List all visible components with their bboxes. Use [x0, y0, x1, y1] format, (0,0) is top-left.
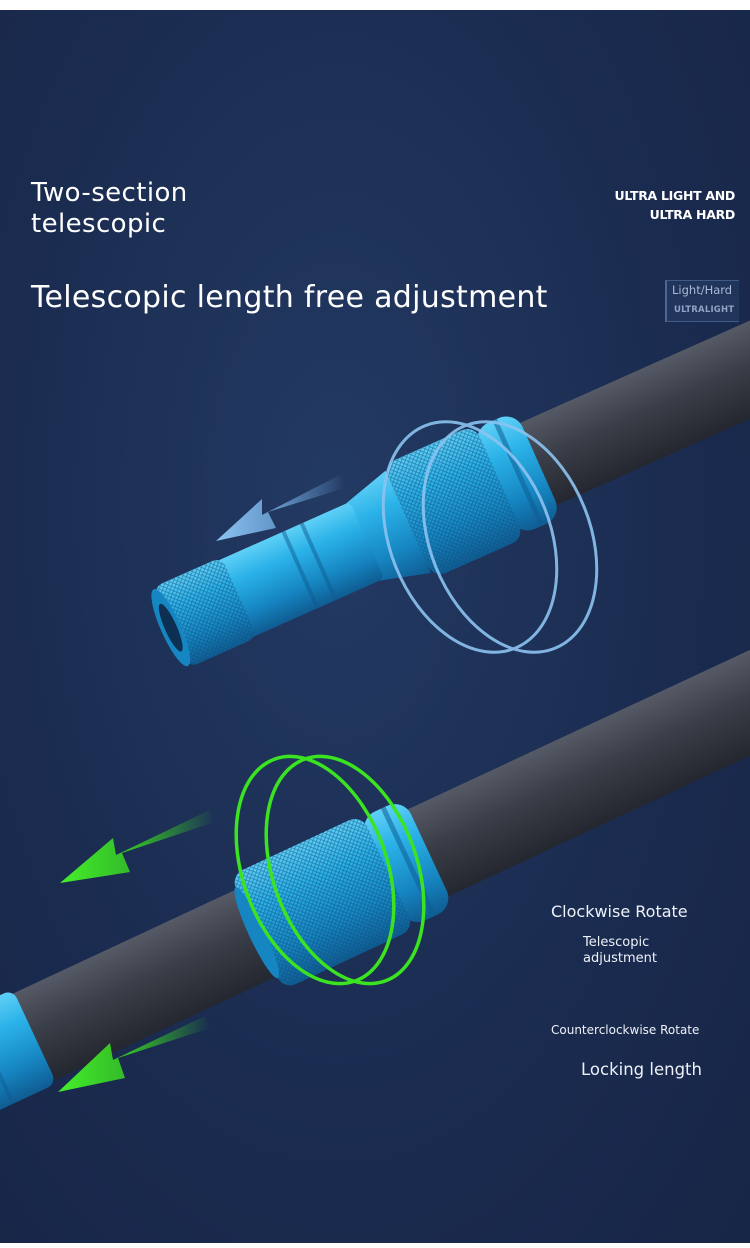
green-rotation-rings: [234, 754, 426, 986]
blue-rotation-rings: [381, 420, 599, 654]
ultra-light-badge-text: ULTRA LIGHT AND ULTRA HARD: [614, 188, 736, 222]
telescopic-rod-illustration: [0, 309, 750, 1127]
brand-logo-box: [665, 280, 739, 322]
green-direction-arrow-bottom: [58, 1016, 210, 1092]
section-title: Two-section telescopic: [31, 178, 188, 239]
clockwise-effect-label: Telescopic adjustment: [583, 935, 657, 966]
logo-line-2: ULTRALIGHT: [674, 305, 735, 315]
feature-title: Telescopic length free adjustment: [31, 280, 548, 315]
lower-blue-section: [0, 992, 54, 1127]
logo-line-1: Light/Hard: [672, 283, 733, 297]
upper-rod-assembly: [151, 309, 750, 667]
clockwise-label: Clockwise Rotate: [551, 902, 688, 921]
counterclockwise-label: Counterclockwise Rotate: [551, 1023, 700, 1037]
blue-direction-arrow: [216, 475, 345, 541]
lower-rod-assembly: [0, 636, 750, 1127]
counterclockwise-effect-label: Locking length: [581, 1060, 702, 1079]
upper-foam-grip: [511, 309, 750, 507]
green-direction-arrow-top: [60, 810, 215, 883]
product-image-canvas: Two-section telescopic ULTRA LIGHT AND U…: [0, 10, 750, 1243]
